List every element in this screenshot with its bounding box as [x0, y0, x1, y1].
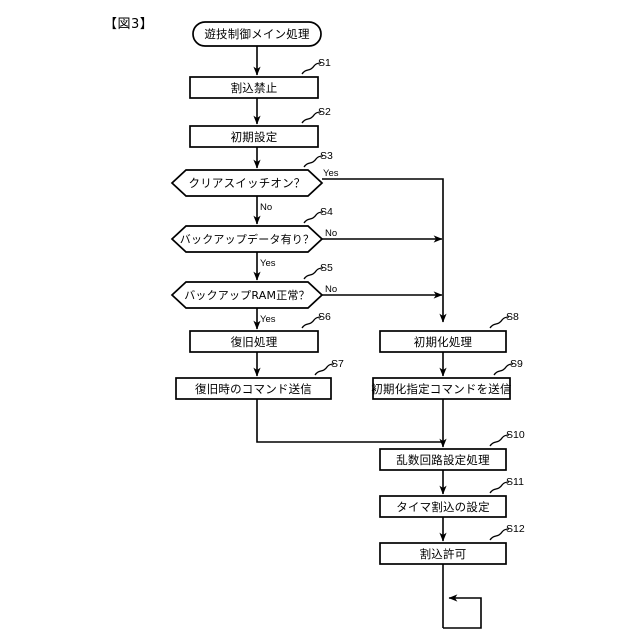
node-s12-shape	[379, 542, 507, 565]
node-s10-shape	[379, 448, 507, 471]
step-tag-s4: S4	[320, 206, 333, 218]
step-tag-s9: S9	[510, 358, 523, 370]
step-tag-s11: S11	[506, 476, 524, 488]
figure-number-label: 【図3】	[104, 17, 154, 32]
branch-label-s5-yes: Yes	[260, 314, 276, 325]
node-s2-shape	[189, 125, 319, 148]
node-s1-shape	[189, 76, 319, 99]
step-tag-s3: S3	[320, 150, 333, 162]
node-s7-shape	[175, 377, 332, 400]
step-tag-s1: S1	[318, 57, 331, 69]
feedback-loop	[443, 594, 482, 629]
step-tag-s7: S7	[331, 358, 344, 370]
branch-label-s4-no: No	[325, 228, 338, 239]
node-s8-shape	[379, 330, 507, 353]
step-tag-s8: S8	[506, 311, 519, 323]
step-tag-s10: S10	[506, 429, 525, 441]
step-tag-s5: S5	[320, 262, 333, 274]
node-s5-shape	[170, 281, 324, 309]
node-s3-shape	[170, 169, 324, 197]
node-s6-shape	[189, 330, 319, 353]
branch-label-s4-yes: Yes	[260, 258, 276, 269]
node-s9-shape	[372, 377, 511, 400]
node-s4-shape	[170, 225, 324, 253]
branch-label-s3-yes: Yes	[323, 168, 339, 179]
node-s11-shape	[379, 495, 507, 518]
step-tag-s6: S6	[318, 311, 331, 323]
node-start-shape	[192, 21, 322, 47]
branch-label-s3-no: No	[260, 202, 273, 213]
branch-label-s5-no: No	[325, 284, 338, 295]
step-tag-s2: S2	[318, 106, 331, 118]
step-tag-s12: S12	[506, 523, 525, 535]
